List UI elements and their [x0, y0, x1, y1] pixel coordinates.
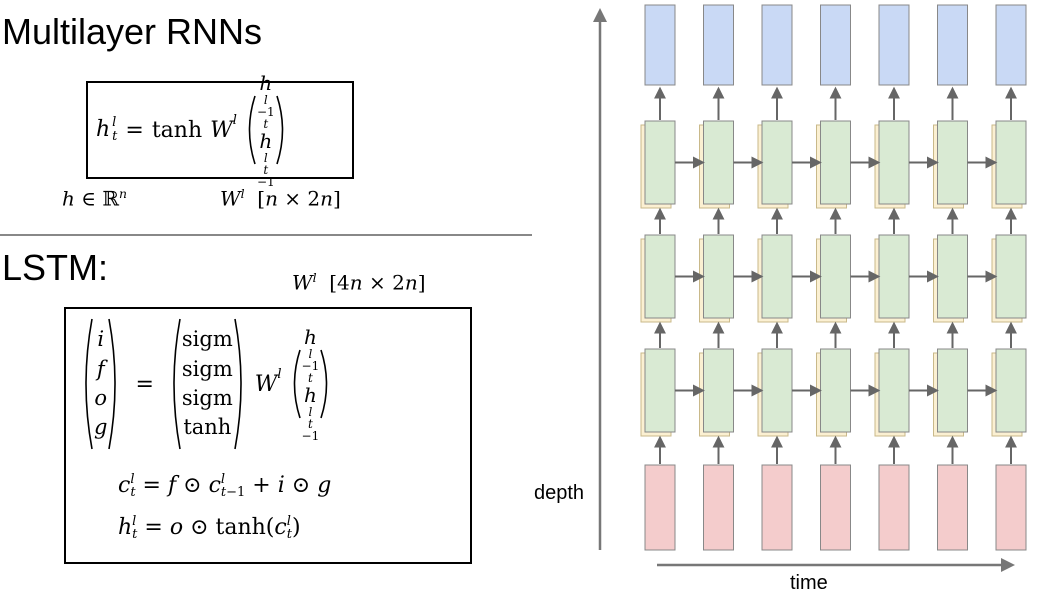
input-cell — [995, 464, 1027, 551]
hidden-cell — [820, 120, 851, 205]
depth-axis-label: depth — [534, 482, 585, 504]
hidden-cell — [878, 234, 910, 319]
output-cell — [703, 4, 734, 86]
time-axis-arrowhead — [1001, 558, 1015, 572]
input-cell — [937, 464, 968, 551]
output-cell — [995, 4, 1027, 86]
hidden-cell — [703, 234, 734, 319]
hidden-dimension-label: h ∈ ℝn — [62, 186, 128, 211]
input-cell — [644, 464, 676, 551]
input-cell — [820, 464, 851, 551]
rnn-weight-dimension-label: Wl [n × 2n] — [220, 186, 341, 211]
hidden-cell — [644, 120, 676, 205]
hidden-cell — [644, 348, 676, 433]
hidden-cell — [761, 234, 793, 319]
hidden-cell — [878, 348, 910, 433]
hidden-cell — [820, 348, 851, 433]
hidden-cell — [995, 234, 1027, 319]
hidden-cell — [761, 120, 793, 205]
input-cell — [878, 464, 910, 551]
output-cell — [937, 4, 968, 86]
depth-axis-arrowhead — [593, 8, 607, 22]
time-axis-label: time — [790, 572, 828, 594]
rnn-title: Multilayer RNNs — [2, 11, 263, 52]
lstm-title: LSTM: — [2, 247, 109, 288]
lstm-weight-dimension-label: Wl [4n × 2n] — [292, 270, 426, 295]
hidden-cell — [820, 234, 851, 319]
hidden-cell — [878, 120, 910, 205]
hidden-cell — [644, 234, 676, 319]
hidden-cell — [703, 348, 734, 433]
hidden-cell — [937, 120, 968, 205]
output-cell — [761, 4, 793, 86]
hidden-cell — [995, 348, 1027, 433]
hidden-cell — [937, 234, 968, 319]
hidden-cell — [703, 120, 734, 205]
hidden-cell — [761, 348, 793, 433]
hidden-cell — [937, 348, 968, 433]
output-cell — [644, 4, 676, 86]
input-cell — [761, 464, 793, 551]
hidden-cell — [995, 120, 1027, 205]
section-divider — [0, 234, 532, 236]
input-cell — [703, 464, 734, 551]
output-cell — [820, 4, 851, 86]
output-cell — [878, 4, 910, 86]
